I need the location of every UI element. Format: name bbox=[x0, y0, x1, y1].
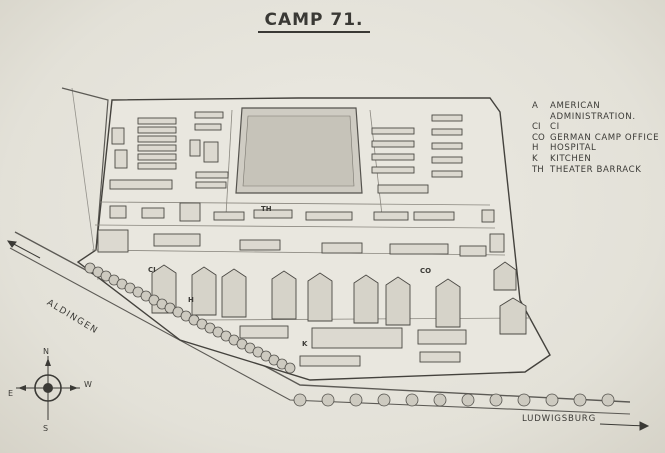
barrack bbox=[189, 139, 201, 157]
barrack bbox=[371, 153, 415, 161]
tree bbox=[545, 393, 559, 407]
barrack bbox=[153, 233, 201, 247]
long-barrack bbox=[353, 274, 379, 324]
barrack bbox=[419, 351, 461, 363]
map-title: CAMP 71. bbox=[258, 10, 370, 33]
barrack bbox=[431, 128, 463, 136]
long-barrack bbox=[435, 278, 461, 328]
place-label-ludwigsburg: LUDWIGSBURG bbox=[522, 414, 597, 424]
barrack bbox=[109, 179, 173, 190]
barrack bbox=[213, 211, 245, 221]
barrack bbox=[481, 209, 495, 223]
barrack bbox=[389, 243, 449, 255]
building-label-hospital: H bbox=[188, 296, 194, 304]
legend-item-a: AAmerican Administration. bbox=[532, 101, 636, 122]
barrack bbox=[203, 141, 219, 163]
barrack bbox=[137, 144, 177, 152]
barrack bbox=[194, 111, 224, 119]
long-barrack bbox=[385, 276, 411, 326]
barrack bbox=[239, 239, 281, 251]
barrack bbox=[431, 114, 463, 122]
compass-label-bottom: S bbox=[43, 424, 49, 433]
barrack bbox=[141, 207, 165, 219]
tree bbox=[517, 393, 531, 407]
long-barrack bbox=[271, 270, 297, 320]
long-barrack bbox=[493, 261, 517, 291]
barrack bbox=[417, 329, 467, 345]
barrack bbox=[371, 127, 415, 135]
tree bbox=[349, 393, 363, 407]
tree bbox=[573, 393, 587, 407]
tree bbox=[377, 393, 391, 407]
barrack bbox=[413, 211, 455, 221]
tree bbox=[405, 393, 419, 407]
barrack bbox=[371, 140, 415, 148]
barrack bbox=[459, 245, 487, 257]
barrack bbox=[239, 325, 289, 339]
building-label-kitchen: K bbox=[302, 340, 308, 348]
tree bbox=[461, 393, 475, 407]
tree bbox=[284, 362, 296, 374]
barrack bbox=[179, 202, 201, 222]
legend-item-h: HHospital bbox=[532, 143, 597, 154]
compass-label-left: E bbox=[8, 389, 14, 398]
barrack bbox=[97, 229, 129, 253]
tree bbox=[433, 393, 447, 407]
tree bbox=[293, 393, 307, 407]
barrack bbox=[195, 181, 227, 189]
barrack bbox=[489, 233, 505, 253]
barrack bbox=[137, 162, 177, 170]
tree bbox=[601, 393, 615, 407]
barrack bbox=[114, 149, 128, 169]
barrack bbox=[137, 126, 177, 134]
building-label-camp-office: CO bbox=[420, 267, 432, 275]
barrack bbox=[194, 123, 222, 131]
tree bbox=[321, 393, 335, 407]
barrack bbox=[137, 153, 177, 161]
tree bbox=[489, 393, 503, 407]
legend-item-co: COGerman Camp Office bbox=[532, 132, 660, 143]
compass-label-right: W bbox=[84, 380, 92, 389]
barrack bbox=[253, 209, 293, 219]
barrack bbox=[377, 184, 429, 194]
barrack bbox=[431, 156, 463, 164]
barrack bbox=[431, 170, 463, 178]
barrack bbox=[431, 142, 463, 150]
building-label-theater: TH bbox=[261, 205, 272, 213]
barracks-group bbox=[84, 111, 615, 407]
legend-item-k: KKitchen bbox=[532, 153, 592, 164]
long-barrack bbox=[499, 297, 527, 335]
compass-label-top: N bbox=[43, 347, 49, 356]
direction-arrows bbox=[6, 240, 650, 431]
barrack bbox=[373, 211, 409, 221]
barrack bbox=[111, 127, 125, 145]
compass-rose bbox=[16, 356, 80, 420]
barrack bbox=[137, 117, 177, 125]
long-barrack bbox=[221, 268, 247, 318]
barrack bbox=[321, 242, 363, 254]
barrack bbox=[371, 166, 415, 174]
barrack bbox=[305, 211, 353, 221]
long-barrack bbox=[191, 266, 217, 316]
building-label-ci: CI bbox=[148, 266, 156, 274]
barrack bbox=[299, 355, 361, 367]
barrack bbox=[137, 135, 177, 143]
barrack bbox=[195, 171, 229, 179]
legend-item-th: THTheater Barrack bbox=[532, 164, 642, 175]
long-barrack bbox=[307, 272, 333, 322]
barrack bbox=[109, 205, 127, 219]
barrack bbox=[311, 327, 403, 349]
